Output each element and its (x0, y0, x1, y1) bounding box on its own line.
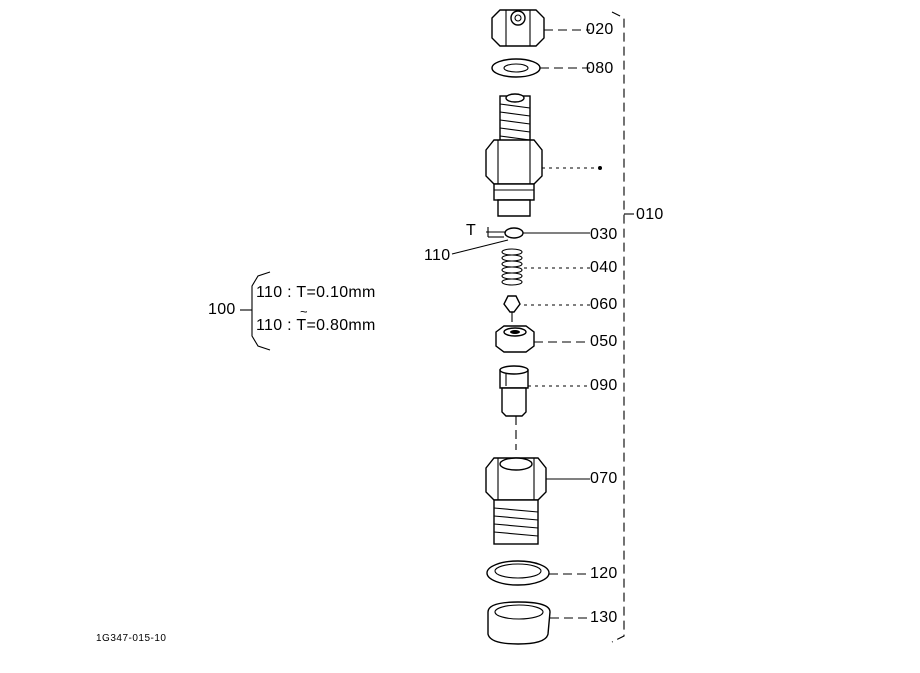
nozzle-090-shape (499, 365, 529, 417)
washer-080-shape (491, 58, 541, 78)
option-2-part: 110 (256, 317, 283, 334)
option-1-spec: T=0.10mm (296, 284, 376, 301)
pin-060-shape (503, 295, 521, 322)
assembly-option-2: 110 : T=0.80mm (256, 318, 376, 334)
part-label-070: 070 (590, 470, 618, 487)
spring-040-shape (501, 248, 523, 286)
gasket-120-shape (486, 560, 550, 586)
part-label-020: 020 (586, 21, 614, 38)
part-label-090: 090 (590, 377, 618, 394)
assembly-option-1: 110 : T=0.10mm (256, 285, 376, 301)
figure-code: 1G347-015-10 (96, 633, 167, 644)
holder-body-010-shape (485, 93, 543, 217)
option-2-separator: : (282, 317, 297, 334)
part-label-050: 050 (590, 333, 618, 350)
part-label-040: 040 (590, 259, 618, 276)
seat-050-shape (495, 325, 535, 353)
ball-030-shape (504, 227, 524, 239)
part-label-110: 110 (424, 247, 451, 264)
assembly-label-100: 100 (208, 301, 236, 318)
part-label-030: 030 (590, 226, 618, 243)
assembly-bracket-010 (611, 11, 625, 643)
part-label-080: 080 (586, 60, 614, 77)
thickness-marker: T (466, 222, 477, 239)
part-label-010: 010 (636, 206, 664, 223)
nut-020-shape (491, 9, 545, 47)
assembly-range-mark: ~ (300, 304, 308, 319)
part-label-120: 120 (590, 565, 618, 582)
option-1-part: 110 (256, 284, 283, 301)
assembly-brace-100 (251, 271, 271, 351)
retaining-nut-070-shape (485, 457, 547, 545)
part-label-060: 060 (590, 296, 618, 313)
option-1-separator: : (282, 284, 297, 301)
part-label-130: 130 (590, 609, 618, 626)
option-2-spec: T=0.80mm (296, 317, 376, 334)
protector-130-shape (487, 601, 551, 645)
